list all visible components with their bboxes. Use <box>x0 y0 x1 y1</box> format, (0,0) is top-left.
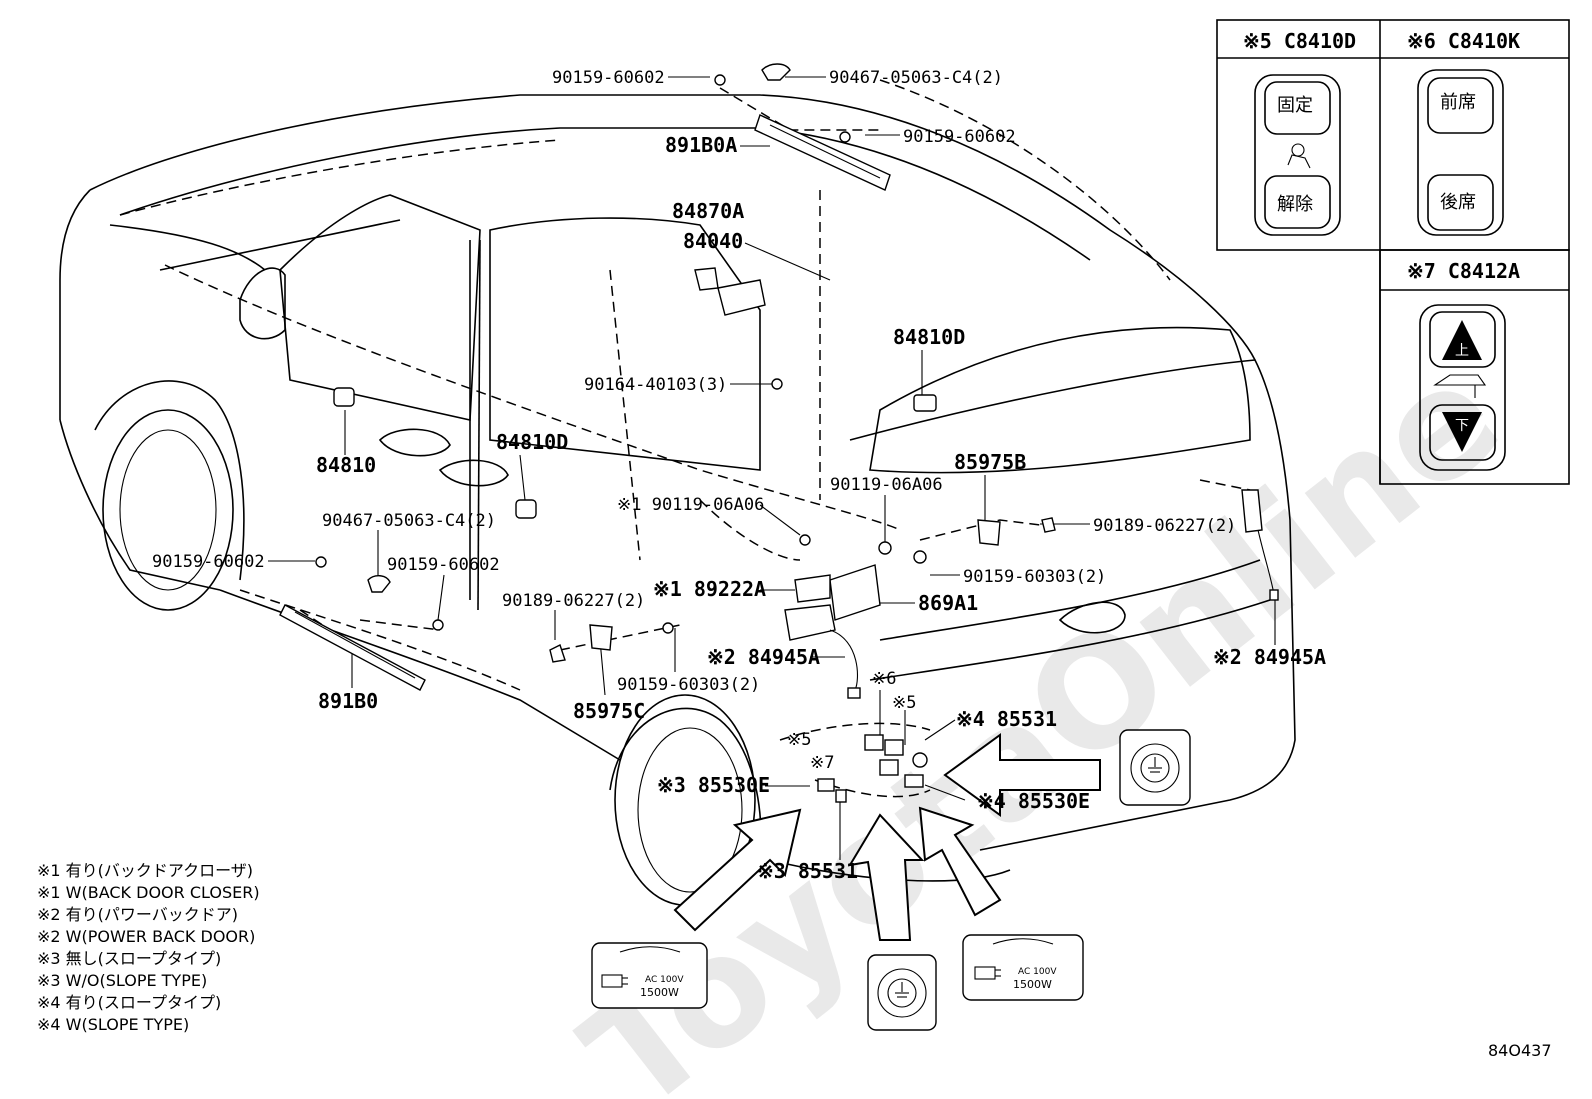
triangle-up-icon <box>1442 320 1482 360</box>
callout-labels: 90159-60602 90467-05063-C4(2) 891B0A 901… <box>152 68 1326 883</box>
button-kotei: 固定 <box>1277 95 1313 116</box>
callout-85531-a: ※4 85531 <box>956 707 1057 731</box>
part-891B0-trim <box>279 604 426 691</box>
footnote-3-en: ※3 W/O(SLOPE TYPE) <box>37 971 207 990</box>
panel-id-c8412a: ※7 C8412A <box>1407 259 1520 283</box>
part-84810D-switch-left <box>515 499 537 519</box>
callout-90467-left: 90467-05063-C4(2) <box>322 511 496 531</box>
part-85975C-bracket <box>589 624 613 651</box>
part-85975B-bracket <box>977 519 1001 546</box>
switch-panel-table: ※5 C8410D ※6 C8410K ※7 C8412A 固定 解除 前席 後… <box>1216 19 1570 485</box>
callout-mark7: ※7 <box>810 753 834 773</box>
callout-90159-left-b: 90159-60602 <box>387 555 500 575</box>
clips-and-screws <box>315 63 1056 663</box>
callout-85975B: 85975B <box>954 450 1026 474</box>
button-zenseki: 前席 <box>1440 92 1476 113</box>
footnote-2-en: ※2 W(POWER BACK DOOR) <box>37 927 255 946</box>
callout-869A1: 869A1 <box>918 591 978 615</box>
seat-icon <box>1291 143 1305 157</box>
part-84810-switch <box>333 387 355 407</box>
callout-84810D-right: 84810D <box>893 325 965 349</box>
callout-85531-b: ※3 85531 <box>757 859 858 883</box>
callout-84945A-a: ※2 84945A <box>707 645 820 669</box>
callout-90164: 90164-40103(3) <box>584 375 727 395</box>
part-84810D-switch-right <box>913 394 937 412</box>
button-kaijo: 解除 <box>1277 194 1313 215</box>
footnote-1-jp: ※1 有り(バックドアクローザ) <box>37 861 253 880</box>
outlet-power-right: 1500W <box>1013 978 1052 991</box>
callout-891B0: 891B0 <box>318 689 378 713</box>
callout-90159-60303-b: 90159-60303(2) <box>617 675 760 695</box>
footnotes: ※1 有り(バックドアクローザ) ※1 W(BACK DOOR CLOSER) … <box>37 861 260 1034</box>
footnote-2-jp: ※2 有り(パワーバックドア) <box>37 905 238 924</box>
footnote-4-en: ※4 W(SLOPE TYPE) <box>37 1015 189 1034</box>
callout-90189-left: 90189-06227(2) <box>502 591 645 611</box>
callout-85975C: 85975C <box>573 699 645 723</box>
callout-85530E-a: ※3 85530E <box>657 773 770 797</box>
leader-lines <box>119 79 1251 798</box>
outlet-voltage-right: AC 100V <box>1018 967 1057 977</box>
indicator-arrows <box>673 733 1101 941</box>
van-body-outline <box>59 94 1296 906</box>
button-shita: 下 <box>1455 418 1469 434</box>
footnote-1-en: ※1 W(BACK DOOR CLOSER) <box>37 883 260 902</box>
footnote-3-jp: ※3 無し(スロープタイプ) <box>37 949 221 968</box>
callout-89222A: ※1 89222A <box>653 577 766 601</box>
callout-84810: 84810 <box>316 453 376 477</box>
callout-90467-top: 90467-05063-C4(2) <box>829 68 1003 88</box>
figure-id: 84O437 <box>1488 1041 1552 1060</box>
callout-90119-b: 90119-06A06 <box>830 475 943 495</box>
part-84945A-right-switch <box>1241 489 1279 601</box>
callout-90119-a: ※1 90119-06A06 <box>617 495 764 515</box>
callout-mark6: ※6 <box>872 669 896 689</box>
callout-90159-60303-a: 90159-60303(2) <box>963 567 1106 587</box>
callout-90159-60602-mid: 90159-60602 <box>903 127 1016 147</box>
callout-84945A-b: ※2 84945A <box>1213 645 1326 669</box>
ground-socket-icon-right <box>1119 729 1191 806</box>
triangle-down-icon <box>1442 412 1482 452</box>
outlet-power-left: 1500W <box>640 986 679 999</box>
outlet-icon-right: AC 100V 1500W <box>962 934 1084 1001</box>
ground-socket-icon-bottom <box>867 954 937 1031</box>
van-icon <box>1433 374 1487 386</box>
panel-id-c8410k: ※6 C8410K <box>1407 29 1520 53</box>
callout-90189-right: 90189-06227(2) <box>1093 516 1236 536</box>
panel-id-c8410d: ※5 C8410D <box>1243 29 1356 53</box>
outlet-voltage-left: AC 100V <box>645 975 684 985</box>
footnote-4-jp: ※4 有り(スロープタイプ) <box>37 993 221 1012</box>
callout-mark5a: ※5 <box>892 693 916 713</box>
part-outlet-cluster <box>817 734 928 803</box>
callout-84810D-left: 84810D <box>496 430 568 454</box>
part-891B0A-trim <box>754 114 891 191</box>
button-ue: 上 <box>1455 343 1469 359</box>
callout-90159-60602-top: 90159-60602 <box>552 68 665 88</box>
part-84040-switch <box>694 267 766 316</box>
callout-90159-left-a: 90159-60602 <box>152 552 265 572</box>
part-869A1-ecu <box>794 564 881 621</box>
callout-84040: 84040 <box>683 229 743 253</box>
callout-891B0A: 891B0A <box>665 133 737 157</box>
button-kouseki: 後席 <box>1440 192 1476 213</box>
callout-mark5b: ※5 <box>787 730 811 750</box>
part-89222A-closer <box>784 604 861 699</box>
callout-85530E-b: ※4 85530E <box>977 789 1090 813</box>
outlet-icon-left: AC 100V 1500W <box>591 942 708 1009</box>
callout-84870A: 84870A <box>672 199 744 223</box>
